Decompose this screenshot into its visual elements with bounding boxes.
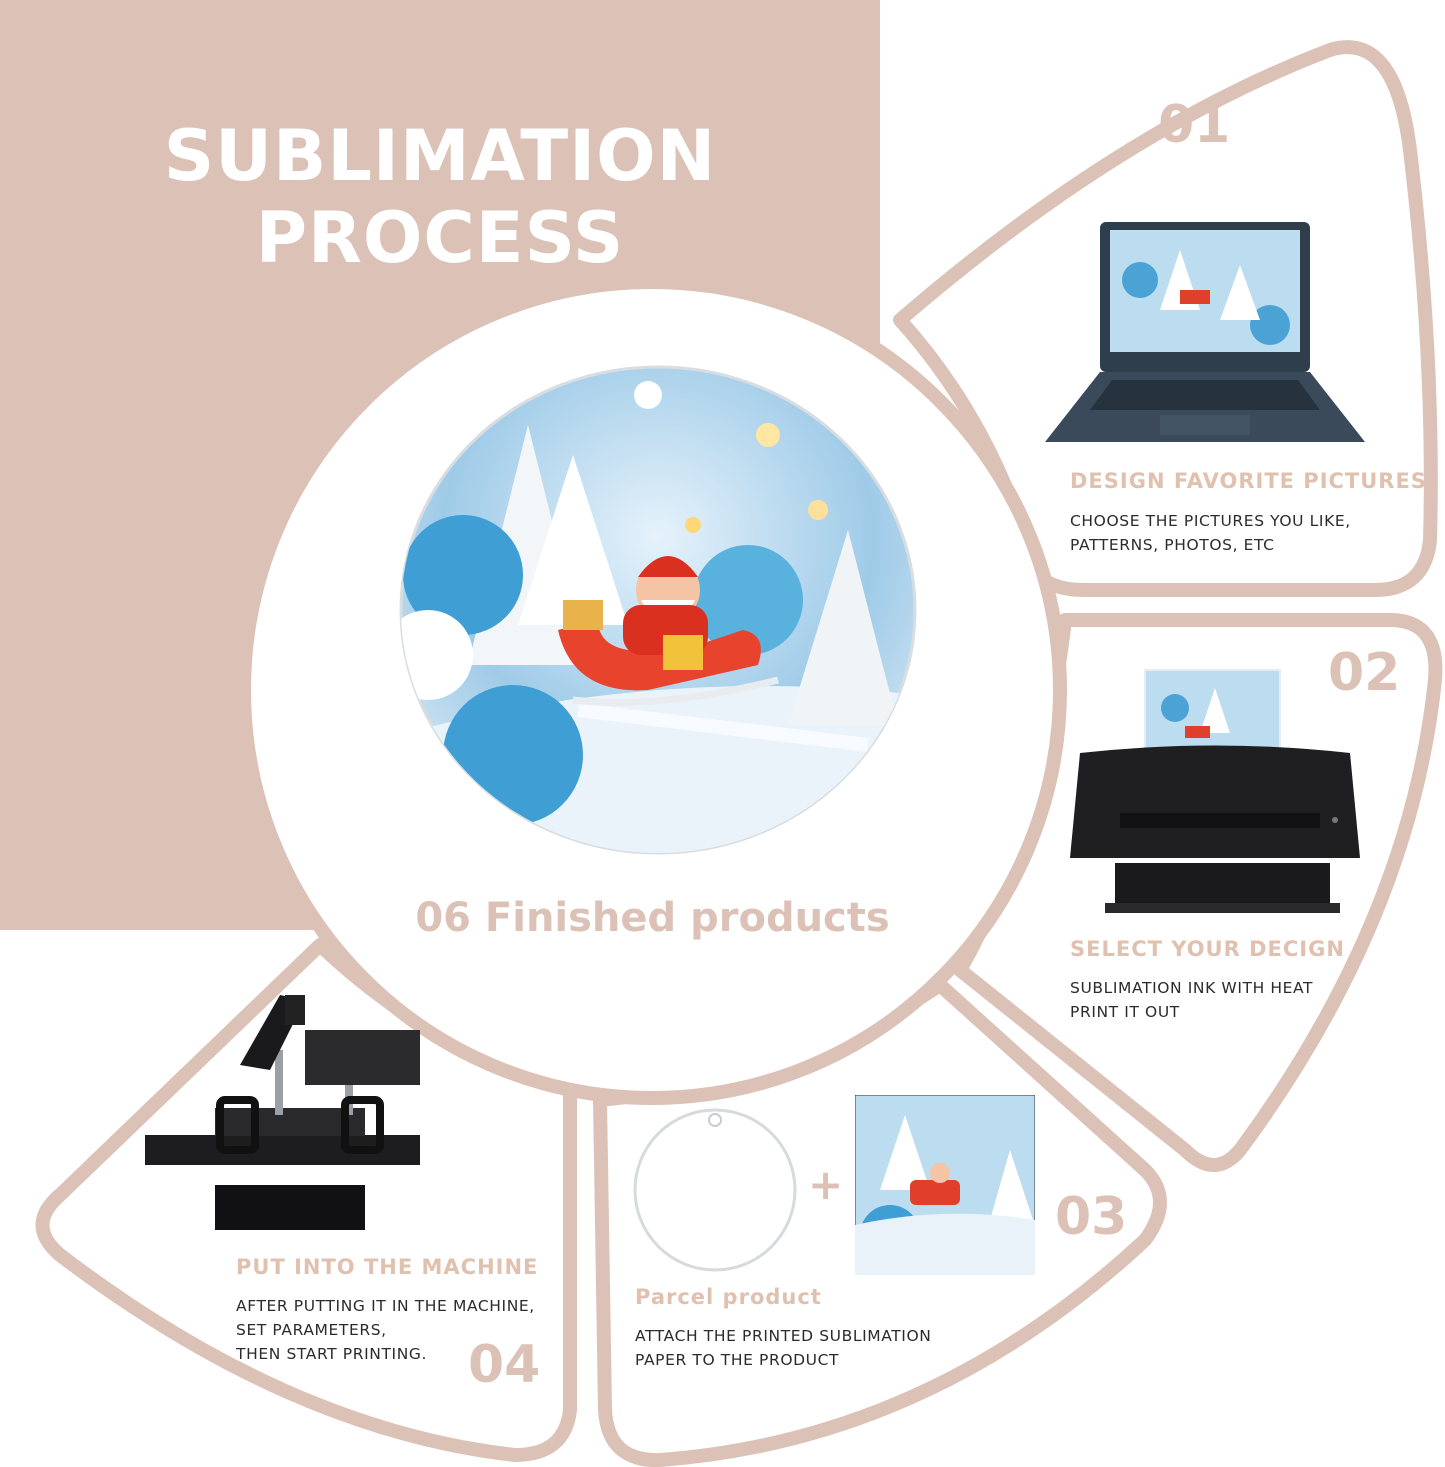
step-04-number: 04 xyxy=(468,1335,541,1395)
step-01-number: 01 xyxy=(1158,95,1231,155)
step-03-description: ATTACH THE PRINTED SUBLIMATION PAPER TO … xyxy=(635,1324,931,1372)
step-04-line: SET PARAMETERS, xyxy=(236,1321,387,1339)
laptop-image xyxy=(1045,222,1365,442)
step-01-line: CHOOSE THE PICTURES YOU LIKE, xyxy=(1070,512,1351,530)
step-01-line: PATTERNS, PHOTOS, ETC xyxy=(1070,536,1275,554)
step-02-number: 02 xyxy=(1328,643,1401,703)
step-01-description: CHOOSE THE PICTURES YOU LIKE, PATTERNS, … xyxy=(1070,509,1351,557)
blank-ornament-image xyxy=(633,1108,797,1272)
step-02-heading: SELECT YOUR DECIGN xyxy=(1070,937,1345,961)
center-caption: 06 Finished products xyxy=(415,895,890,941)
plus-sign: + xyxy=(808,1160,844,1209)
page-title: SUBLIMATION PROCESS xyxy=(163,115,717,279)
step-03-number: 03 xyxy=(1055,1187,1128,1247)
step-03-heading: Parcel product xyxy=(635,1285,822,1309)
step-02-line: PRINT IT OUT xyxy=(1070,1003,1180,1021)
step-04-line: AFTER PUTTING IT IN THE MACHINE, xyxy=(236,1297,535,1315)
step-04-line: THEN START PRINTING. xyxy=(236,1345,428,1363)
sublimation-print-image xyxy=(855,1095,1035,1275)
step-03-line: PAPER TO THE PRODUCT xyxy=(635,1351,840,1369)
step-03-line: ATTACH THE PRINTED SUBLIMATION xyxy=(635,1327,932,1345)
heat-press-image xyxy=(145,995,420,1230)
step-02-line: SUBLIMATION INK WITH HEAT xyxy=(1070,979,1314,997)
printer-image xyxy=(1070,669,1360,913)
step-01-heading: DESIGN FAVORITE PICTURES xyxy=(1070,469,1427,493)
santa-sleigh-ornament-image xyxy=(399,365,917,855)
step-02-description: SUBLIMATION INK WITH HEAT PRINT IT OUT xyxy=(1070,976,1313,1024)
step-04-heading: PUT INTO THE MACHINE xyxy=(236,1255,539,1279)
step-04-description: AFTER PUTTING IT IN THE MACHINE, SET PAR… xyxy=(236,1294,535,1366)
